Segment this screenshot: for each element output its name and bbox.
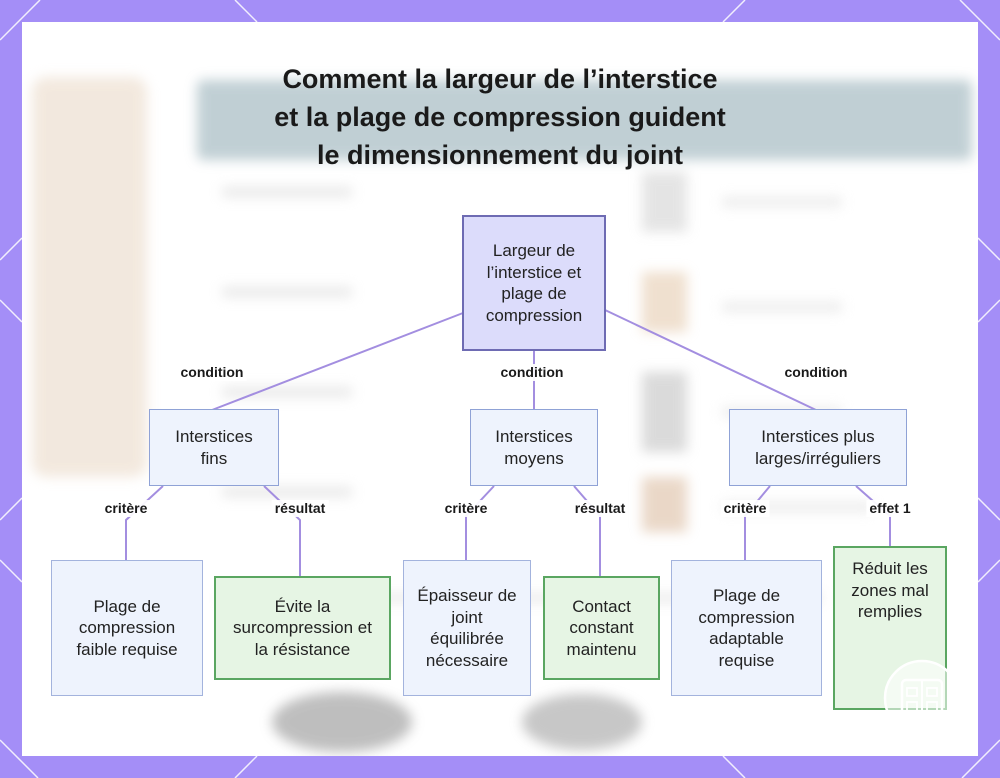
edge-label-critere-fins: critère [101,500,151,517]
title-line-1: Comment la largeur de l’interstice [282,64,718,94]
node-interstices-fins: Interstices fins [149,409,279,486]
edge-moyens-critere [465,485,495,560]
title-line-3: le dimensionnement du joint [316,140,684,170]
edge-larges-critere [744,485,771,560]
edge-label-resultat-moyens: résultat [571,500,629,517]
node-root: Largeur de l’interstice et plage de comp… [462,215,606,351]
edge-fins-resultat [263,485,301,576]
edge-label-critere-moyens: critère [441,500,491,517]
node-moyens-resultat: Contact constant maintenu [543,576,660,680]
edge-label-resultat-fins: résultat [271,500,329,517]
node-fins-resultat: Évite la surcompression et la résistance [214,576,391,680]
node-moyens-critere: Épaisseur de joint équilibrée nécessaire [403,560,531,696]
node-interstices-larges: Interstices plus larges/irréguliers [729,409,907,486]
edge-fins-critere [125,485,164,560]
edge-label-condition-larges: condition [781,364,851,381]
node-larges-critere: Plage de compression adaptable requise [671,560,822,696]
edge-label-effet-larges: effet 1 [866,500,914,517]
edge-label-critere-larges: critère [720,500,770,517]
watermark-logo-icon [883,659,961,737]
node-fins-critere: Plage de compression faible requise [51,560,203,696]
edge-root-fins [211,312,464,411]
node-interstices-moyens: Interstices moyens [470,409,598,486]
edge-label-condition-fins: condition [177,364,247,381]
diagram-title: Comment la largeur de l’interstice et la… [0,60,1000,174]
edge-root-larges [604,309,817,411]
title-line-2: et la plage de compression guident [274,102,726,132]
edge-label-condition-moyens: condition [497,364,567,381]
